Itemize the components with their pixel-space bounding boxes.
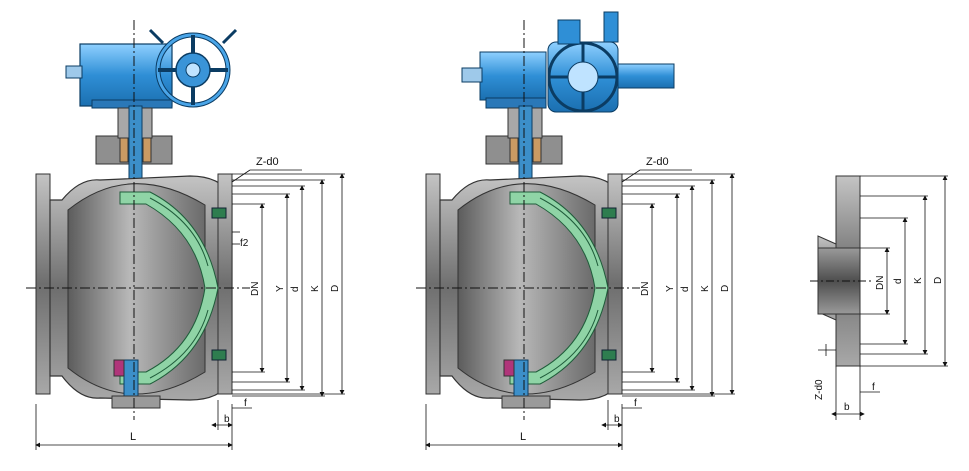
label-f: f: [244, 398, 247, 409]
valve-body: [26, 20, 250, 420]
label-f2: f2: [240, 238, 249, 249]
flange-detail-diagram: DN d K D Z-d0 f b: [810, 175, 948, 420]
label-outer-d: D: [330, 285, 341, 292]
flange-label-outer-d: D: [933, 277, 944, 284]
valve-body-2: [416, 20, 640, 420]
label-outer-d-2: D: [720, 285, 731, 292]
electric-actuator-icon: [461, 11, 675, 113]
flange-label-dn: DN: [875, 276, 886, 290]
label-k-2: K: [700, 285, 711, 292]
label-y-2: Y: [665, 285, 676, 292]
label-d: d: [290, 286, 301, 292]
label-zd0-2: Z-d0: [646, 156, 669, 168]
flange-label-f: f: [872, 382, 875, 393]
dimension-lines: [35, 169, 345, 450]
label-l: L: [130, 431, 136, 443]
label-b: b: [224, 414, 230, 425]
label-b-2: b: [614, 414, 620, 425]
flange-label-d: d: [893, 278, 904, 284]
flange-label-zd0: Z-d0: [814, 379, 825, 400]
valve-diagram-1: Z-d0 f2 DN Y d K D f b L: [26, 20, 345, 450]
bonnet-stem-2: [485, 105, 563, 191]
label-d-2: d: [680, 286, 691, 292]
label-dn: DN: [250, 282, 261, 296]
label-zd0: Z-d0: [256, 156, 279, 168]
flange-dimension-lines: [818, 175, 948, 420]
label-f-2: f: [634, 398, 637, 409]
flange-label-k: K: [913, 277, 924, 284]
label-dn-2: DN: [640, 282, 651, 296]
valve-diagram-2: Z-d0 DN Y d K D f b L: [416, 11, 735, 450]
dimension-lines-2: [425, 169, 735, 450]
label-l-2: L: [520, 431, 526, 443]
handwheel-icon: [148, 28, 238, 108]
bonnet-stem: [95, 105, 173, 191]
label-y: Y: [275, 285, 286, 292]
flange-label-b: b: [844, 402, 850, 413]
label-k: K: [310, 285, 321, 292]
